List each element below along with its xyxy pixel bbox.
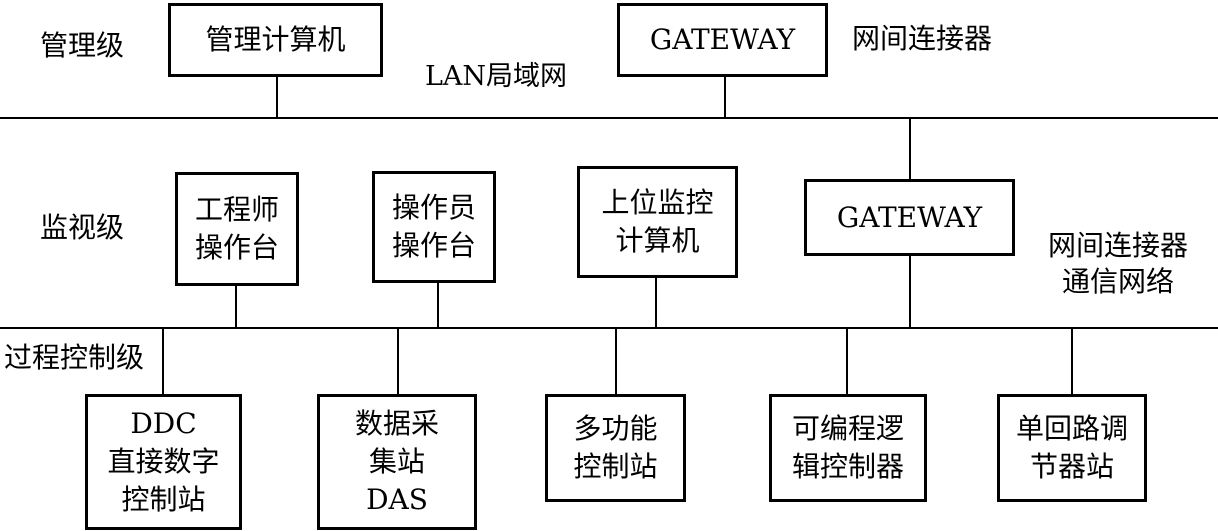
lan-bus-line <box>0 117 1218 119</box>
middle-gateway-lower-connector <box>909 255 911 328</box>
middle-gateway-box: GATEWAY <box>804 179 1015 256</box>
network-description-lines: 网间连接器 通信网络 <box>1048 228 1188 300</box>
plc-station-box: 可编程逻 辑控制器 <box>769 394 927 502</box>
plc-station-line-1: 可编程逻 <box>791 412 904 445</box>
operator-station-connector <box>437 282 439 328</box>
management-level-label: 管理级 <box>40 29 125 62</box>
engineer-station-box: 工程师 操作台 <box>175 172 299 286</box>
ddc-station-box: DDC 直接数字 控制站 <box>85 394 242 530</box>
ddc-station-line-2: 直接数字 <box>107 445 220 478</box>
management-computer-connector <box>276 76 278 118</box>
supervisory-computer-connector <box>655 277 657 328</box>
das-station-connector <box>397 328 399 396</box>
das-station-box: 数据采 集站 DAS <box>317 394 477 530</box>
das-station-line-3: DAS <box>366 483 428 516</box>
plc-station-line-2: 辑控制器 <box>791 450 904 483</box>
multi-function-station-box: 多功能 控制站 <box>545 394 686 502</box>
lan-label: LAN局域网 <box>425 61 568 92</box>
plc-station-connector <box>846 328 848 396</box>
top-gateway-description: 网间连接器 <box>852 22 993 55</box>
das-station-text: 数据采 集站 DAS <box>355 405 439 519</box>
single-loop-station-connector <box>1071 328 1073 396</box>
network-description: 网间连接器 通信网络 <box>1048 228 1188 300</box>
process-control-level-label: 过程控制级 <box>4 341 145 374</box>
multi-function-station-line-1: 多功能 <box>573 412 658 445</box>
supervisory-computer-box: 上位监控 计算机 <box>577 166 738 278</box>
middle-gateway-label: GATEWAY <box>836 200 983 234</box>
top-gateway-label: GATEWAY <box>649 23 796 56</box>
operator-station-line-2: 操作台 <box>391 229 476 262</box>
operator-station-text: 操作员 操作台 <box>392 189 476 265</box>
single-loop-station-line-1: 单回路调 <box>1015 412 1128 445</box>
engineer-station-connector <box>235 285 237 328</box>
ddc-station-connector <box>162 328 164 396</box>
top-gateway-connector <box>724 76 726 118</box>
multi-function-station-text: 多功能 控制站 <box>573 410 657 486</box>
das-station-line-2: 集站 <box>368 445 425 478</box>
multi-function-station-connector <box>615 328 617 396</box>
management-computer-label: 管理计算机 <box>205 23 346 56</box>
single-loop-station-line-2: 节器站 <box>1029 450 1114 483</box>
operator-station-box: 操作员 操作台 <box>372 171 496 283</box>
das-station-line-1: 数据采 <box>354 407 439 440</box>
engineer-station-line-1: 工程师 <box>194 193 279 226</box>
ddc-station-text: DDC 直接数字 控制站 <box>107 405 219 519</box>
supervisory-computer-line-1: 上位监控 <box>601 186 714 219</box>
supervisory-computer-line-2: 计算机 <box>615 224 700 257</box>
top-gateway-box: GATEWAY <box>617 3 828 77</box>
supervisory-computer-text: 上位监控 计算机 <box>601 184 713 260</box>
management-computer-box: 管理计算机 <box>168 3 383 77</box>
single-loop-station-text: 单回路调 节器站 <box>1016 410 1128 486</box>
middle-gateway-upper-connector <box>909 118 911 181</box>
single-loop-station-box: 单回路调 节器站 <box>997 394 1147 502</box>
plc-station-text: 可编程逻 辑控制器 <box>792 410 904 486</box>
operator-station-line-1: 操作员 <box>391 191 476 224</box>
network-description-line-2: 通信网络 <box>1062 265 1175 298</box>
engineer-station-line-2: 操作台 <box>194 231 279 264</box>
network-description-line-1: 网间连接器 <box>1048 229 1189 262</box>
monitoring-level-label: 监视级 <box>40 211 125 244</box>
control-network-bus-line <box>0 327 1218 329</box>
ddc-station-line-1: DDC <box>130 407 197 440</box>
multi-function-station-line-2: 控制站 <box>573 450 658 483</box>
ddc-station-line-3: 控制站 <box>121 483 206 516</box>
engineer-station-text: 工程师 操作台 <box>195 191 279 267</box>
